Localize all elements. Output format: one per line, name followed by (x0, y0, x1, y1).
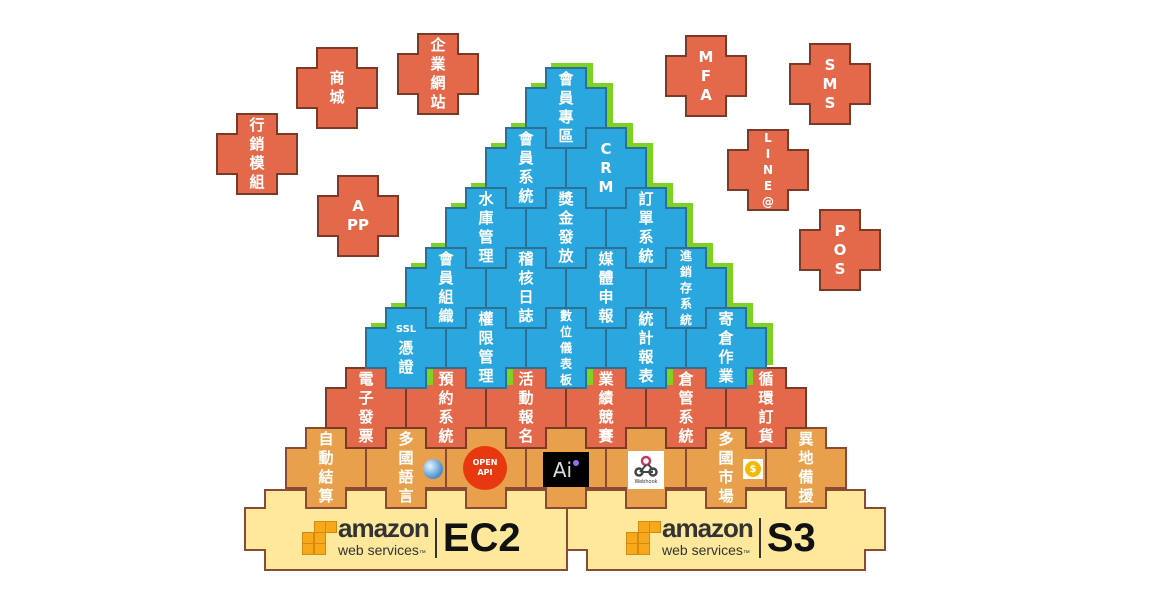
floating-module-6-piece (727, 129, 809, 211)
red-module-3-label: 業績競賽 (598, 370, 614, 445)
aws-tm: ™ (742, 550, 750, 557)
red-module-4-label: 倉管系統 (678, 370, 694, 445)
aws-sub: web services (662, 542, 743, 558)
floating-module-0-piece (296, 47, 378, 129)
blue-module-12-piece (525, 307, 607, 389)
aws-tm: ™ (418, 550, 426, 557)
aws-cubes-icon (302, 521, 337, 555)
aws-brand: amazon (338, 513, 430, 543)
floating-module-3-piece (317, 175, 399, 257)
orange-module-1-label: 多國語言 (398, 430, 414, 505)
ai-icon: Ai (543, 452, 589, 487)
blue-module-10-piece (365, 307, 447, 389)
aws-sub: web services (338, 542, 419, 558)
orange-module-5-label: 多國市場 (718, 430, 734, 505)
blue-module-9-label: 進銷存系統 (679, 249, 692, 327)
floating-module-2-piece (216, 113, 298, 195)
blue-module-1-label: 會員系統 (518, 130, 534, 205)
coin-icon: $ (743, 459, 763, 479)
blue-module-12-label: 數位儀表板 (559, 309, 572, 387)
blue-module-14-piece (685, 307, 767, 389)
blue-module-13-label: 統計報表 (638, 310, 654, 385)
orange-module-6-label: 異地備援 (798, 430, 814, 505)
blue-module-11-label: 權限管理 (478, 310, 494, 385)
aws-ec2-logo: amazon web services™ EC2 (302, 514, 521, 562)
ec2-label: EC2 (442, 516, 521, 560)
red-module-2-label: 活動報名 (518, 370, 534, 445)
aws-brand: amazon (662, 513, 754, 543)
blue-module-4-label: 獎金發放 (558, 190, 574, 265)
blue-layer (365, 67, 767, 389)
blue-module-5-label: 訂單系統 (638, 190, 654, 265)
webhook-icon: Webhook (628, 451, 664, 489)
blue-module-8-label: 媒體申報 (598, 250, 614, 325)
blue-module-6-label: 會員組織 (438, 250, 454, 325)
floating-module-1-piece (397, 33, 479, 115)
blue-module-11-piece (445, 307, 527, 389)
blue-module-14-label: 寄倉作業 (718, 310, 734, 385)
blue-module-7-label: 稽核日誌 (518, 250, 534, 325)
red-module-0-label: 電子發票 (358, 370, 374, 445)
s3-label: S3 (766, 516, 816, 560)
blue-module-13-piece (605, 307, 687, 389)
floating-module-5-piece (789, 43, 871, 125)
blue-module-3-label: 水庫管理 (478, 190, 494, 265)
floating-module-4-piece (665, 35, 747, 117)
aws-s3-logo: amazon web services™ S3 (626, 514, 816, 562)
blue-module-0-label: 會員專區 (558, 70, 574, 145)
orange-module-0-label: 自動結算 (318, 430, 334, 505)
floating-module-1-label: 企業網站 (430, 36, 446, 111)
aws-cubes-icon (626, 521, 661, 555)
floating-module-7-piece (799, 209, 881, 291)
red-module-5-label: 循環訂貨 (758, 370, 774, 445)
red-module-1-label: 預約系統 (438, 370, 454, 445)
floating-modules (216, 33, 881, 291)
floating-module-0-label: 商城 (329, 69, 345, 106)
globe-icon (423, 459, 443, 479)
floating-module-2-label: 行銷模組 (249, 116, 265, 191)
